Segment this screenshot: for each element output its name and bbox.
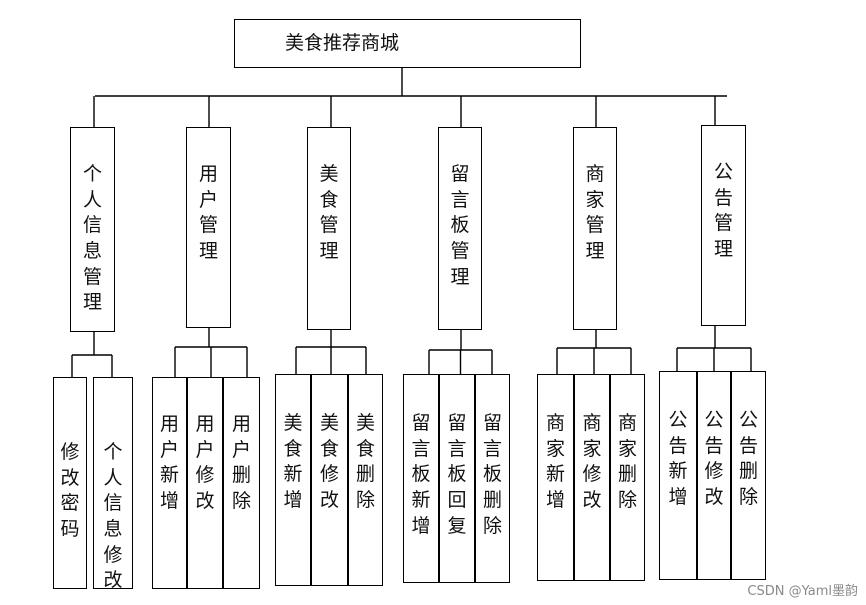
- child-node-0-0: 修改密码: [53, 377, 87, 589]
- child-node-5-2-label: 公告删除: [738, 409, 758, 508]
- child-node-4-1-label: 商家修改: [582, 412, 602, 511]
- group-node-1: 用户管理: [186, 127, 231, 328]
- child-node-1-1: 用户修改: [187, 377, 223, 589]
- child-node-1-2-label: 用户删除: [231, 413, 251, 512]
- child-node-1-0-label: 用户新增: [159, 413, 179, 512]
- group-node-4: 商家管理: [573, 127, 617, 330]
- child-node-2-0: 美食新增: [275, 374, 311, 586]
- child-node-2-1-label: 美食修改: [319, 412, 339, 511]
- watermark: CSDN @Yaml墨韵: [747, 584, 858, 599]
- child-node-3-2: 留言板删除: [475, 374, 510, 583]
- child-node-3-0: 留言板新增: [403, 374, 439, 583]
- child-node-5-2: 公告删除: [731, 371, 766, 580]
- group-node-5: 公告管理: [701, 125, 746, 326]
- root-label: 美食推荐商城: [285, 32, 400, 54]
- child-node-0-0-label: 修改密码: [60, 441, 80, 540]
- child-node-4-2-label: 商家删除: [617, 412, 637, 511]
- child-node-3-0-label: 留言板新增: [411, 412, 431, 537]
- child-node-4-2: 商家删除: [610, 374, 645, 581]
- child-node-1-2: 用户删除: [223, 377, 260, 589]
- root-node: 美食推荐商城: [234, 19, 581, 68]
- child-node-0-1: 个人信息修改: [93, 377, 133, 591]
- child-node-2-1: 美食修改: [311, 374, 348, 586]
- group-node-5-label: 公告管理: [713, 161, 733, 260]
- child-node-3-2-label: 留言板删除: [482, 412, 502, 537]
- child-node-2-2: 美食删除: [348, 374, 383, 586]
- child-node-1-0: 用户新增: [152, 377, 187, 589]
- child-node-2-2-label: 美食删除: [355, 412, 375, 511]
- group-node-0-label: 个人信息管理: [82, 163, 102, 314]
- group-node-0: 个人信息管理: [70, 127, 115, 332]
- group-node-2-label: 美食管理: [319, 163, 339, 262]
- child-node-3-1-label: 留言板回复: [447, 412, 467, 537]
- child-node-5-1: 公告修改: [697, 371, 731, 580]
- child-node-0-1-label: 个人信息修改: [103, 441, 123, 592]
- child-node-4-0-label: 商家新增: [545, 412, 565, 511]
- child-node-2-0-label: 美食新增: [283, 412, 303, 511]
- group-node-2: 美食管理: [307, 127, 351, 330]
- child-node-5-0-label: 公告新增: [668, 409, 688, 508]
- child-node-3-1: 留言板回复: [439, 374, 475, 583]
- child-node-4-0: 商家新增: [537, 374, 574, 581]
- group-node-4-label: 商家管理: [585, 163, 605, 262]
- child-node-5-0: 公告新增: [659, 371, 697, 580]
- child-node-5-1-label: 公告修改: [704, 409, 724, 508]
- group-node-3-label: 留言板管理: [450, 163, 470, 288]
- group-node-1-label: 用户管理: [198, 163, 218, 262]
- group-node-3: 留言板管理: [438, 127, 482, 330]
- child-node-4-1: 商家修改: [574, 374, 610, 581]
- child-node-1-1-label: 用户修改: [195, 413, 215, 512]
